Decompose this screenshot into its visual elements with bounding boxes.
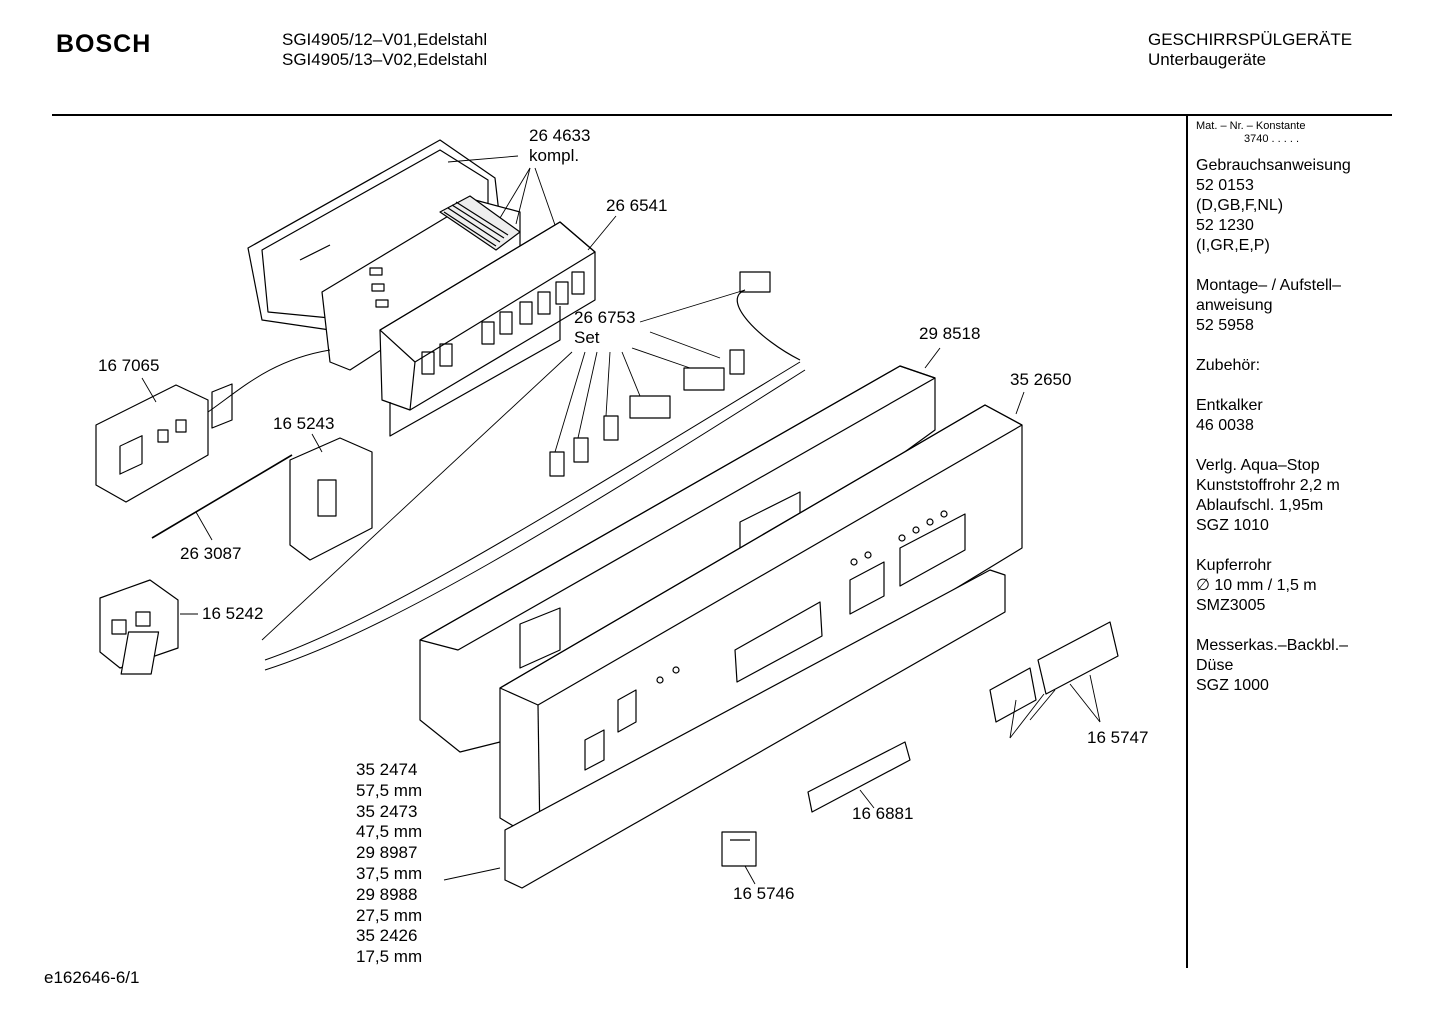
label-165747: 16 5747 xyxy=(1087,728,1149,747)
sidebar-line: 52 1230 xyxy=(1196,217,1254,234)
sidebar-line: Kupferrohr xyxy=(1196,557,1272,574)
sidebar-line: (I,GR,E,P) xyxy=(1196,237,1270,254)
sidebar-line: Düse xyxy=(1196,657,1234,674)
label-266753-number: 26 6753 xyxy=(574,308,636,327)
electronic-module xyxy=(379,221,596,437)
door-switch xyxy=(289,437,373,561)
header-rule xyxy=(52,114,1392,116)
sidebar-block: Kupferrohr ∅ 10 mm / 1,5 m SMZ3005 xyxy=(1196,556,1351,616)
cable-harness xyxy=(120,271,806,675)
label-264633-number: 26 4633 xyxy=(529,126,591,145)
sidebar: Mat. – Nr. – Konstante 3740 . . . . . Ge… xyxy=(1196,120,1351,716)
front-panel xyxy=(499,404,1023,843)
sidebar-line: Messerkas.–Backbl.– xyxy=(1196,637,1349,654)
category-line-1: GESCHIRRSPÜLGERÄTE xyxy=(1148,30,1353,49)
sidebar-line: (D,GB,F,NL) xyxy=(1196,197,1284,214)
sidebar-line: 52 0153 xyxy=(1196,177,1254,194)
label-264633-note: kompl. xyxy=(529,146,580,165)
sidebar-line: Montage– / Aufstell– xyxy=(1196,277,1341,294)
sidebar-line: SGZ 1000 xyxy=(1196,677,1269,694)
switch-block xyxy=(99,579,179,669)
mat-constant: 3740 . . . . . xyxy=(1244,133,1300,145)
length-variant-line: 35 2474 xyxy=(356,760,418,779)
sidebar-line: 52 5958 xyxy=(1196,317,1254,334)
category: GESCHIRRSPÜLGERÄTE Unterbaugeräte xyxy=(1148,30,1352,70)
trim-strip xyxy=(807,741,911,813)
label-352650: 35 2650 xyxy=(1010,370,1072,389)
sidebar-line: Gebrauchsanweisung xyxy=(1196,157,1351,174)
mat-heading: Mat. – Nr. – Konstante xyxy=(1196,120,1306,132)
leader-lines xyxy=(141,155,1101,885)
drawing-number: e162646-6/1 xyxy=(44,968,140,987)
sidebar-line: SGZ 1010 xyxy=(1196,517,1269,534)
sidebar-line: Entkalker xyxy=(1196,397,1263,414)
label-266753: 26 6753 Set xyxy=(574,308,635,348)
label-166881: 16 6881 xyxy=(852,804,914,823)
length-variant-line: 35 2473 xyxy=(356,801,418,821)
brand-logo: BOSCH xyxy=(56,30,152,58)
circuit-board xyxy=(321,195,521,371)
sidebar-line: Kunststoffrohr 2,2 m xyxy=(1196,477,1340,494)
small-display-module xyxy=(95,349,331,503)
length-variant-line: 47,5 mm xyxy=(356,822,423,842)
sidebar-line: ∅ 10 mm / 1,5 m xyxy=(1196,577,1317,594)
model-line-1: SGI4905/12–V01,Edelstahl xyxy=(282,30,488,49)
sidebar-block: Entkalker 46 0038 xyxy=(1196,396,1351,436)
rod xyxy=(151,454,293,539)
length-variant-line: 17,5 mm xyxy=(356,947,423,967)
label-264633: 26 4633 kompl. xyxy=(529,126,590,166)
label-165243: 16 5243 xyxy=(273,414,335,433)
sidebar-line: 46 0038 xyxy=(1196,417,1254,434)
sidebar-line: Ablaufschl. 1,95m xyxy=(1196,497,1324,514)
sidebar-line: Verlg. Aqua–Stop xyxy=(1196,457,1320,474)
length-variant-line: 29 8987 xyxy=(356,843,418,863)
sidebar-block: Zubehör: xyxy=(1196,356,1351,376)
length-variant-line: 37,5 mm xyxy=(356,863,423,883)
category-line-2: Unterbaugeräte xyxy=(1148,50,1267,69)
model-line-2: SGI4905/13–V02,Edelstahl xyxy=(282,50,488,69)
sidebar-block: Gebrauchsanweisung 52 0153 (D,GB,F,NL) 52 1… xyxy=(1196,156,1351,256)
label-298518: 29 8518 xyxy=(919,324,981,343)
length-variant-line: 35 2426 xyxy=(356,926,418,946)
sidebar-block: Montage– / Aufstell– anweisung 52 5958 xyxy=(1196,276,1351,336)
label-165242: 16 5242 xyxy=(202,604,264,623)
sidebar-line: SMZ3005 xyxy=(1196,597,1266,614)
label-167065: 16 7065 xyxy=(98,356,160,375)
label-263087: 26 3087 xyxy=(180,544,242,563)
sidebar-line: anweisung xyxy=(1196,297,1273,314)
sidebar-divider xyxy=(1186,116,1188,968)
label-266753-note: Set xyxy=(574,328,600,347)
length-variant-line: 27,5 mm xyxy=(356,905,423,925)
sidebar-blocks: Gebrauchsanweisung 52 0153 (D,GB,F,NL) 52 1… xyxy=(1196,156,1351,696)
sidebar-line: Zubehör: xyxy=(1196,357,1261,374)
label-266541: 26 6541 xyxy=(606,196,668,215)
model-list: SGI4905/12–V01,Edelstahl SGI4905/13–V02,… xyxy=(282,30,487,70)
length-variant-line: 57,5 mm xyxy=(356,780,423,800)
label-165746: 16 5746 xyxy=(733,884,795,903)
button-set xyxy=(989,621,1119,723)
bottom-strip xyxy=(504,569,1006,889)
single-button xyxy=(721,831,757,867)
length-variant-line: 29 8988 xyxy=(356,884,418,904)
